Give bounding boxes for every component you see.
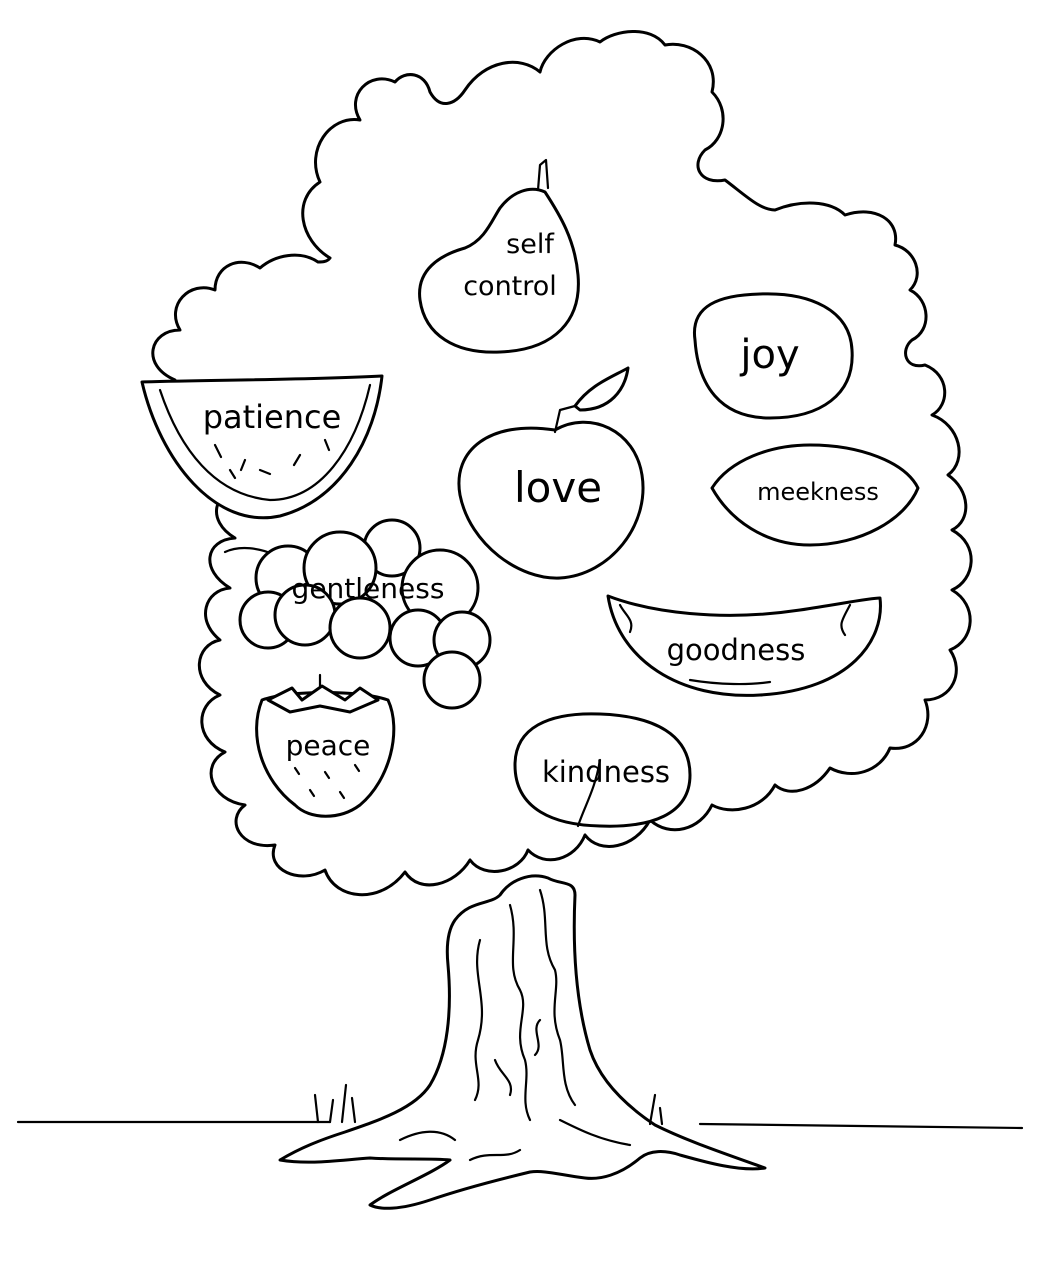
fruit-label-joy: joy bbox=[739, 332, 799, 378]
fruit-label-goodness: goodness bbox=[667, 633, 806, 667]
grass-tuft-right bbox=[648, 1093, 664, 1126]
watermelon-slice-fruit: patience bbox=[140, 374, 384, 520]
tree-trunk bbox=[278, 874, 767, 1210]
fruit-label-control: control bbox=[463, 271, 557, 302]
fruit-label-meekness: meekness bbox=[757, 478, 879, 506]
peach-fruit: kindness bbox=[513, 712, 692, 828]
grapes-fruit: gentleness bbox=[223, 518, 492, 710]
tree-canopy bbox=[151, 30, 973, 897]
grass-tuft-left bbox=[313, 1083, 357, 1124]
lemon-fruit: meekness bbox=[710, 443, 920, 547]
ground-line bbox=[16, 1120, 1024, 1130]
fruit-label-kindness: kindness bbox=[542, 755, 670, 789]
fruit-label-love: love bbox=[514, 463, 602, 512]
strawberry-fruit: peace bbox=[255, 673, 396, 818]
fruit-label-peace: peace bbox=[286, 729, 371, 762]
fruit-label-gentleness: gentleness bbox=[292, 572, 445, 605]
fruit-label-self: self bbox=[506, 229, 555, 260]
bark-lines bbox=[398, 888, 632, 1162]
fruit-label-patience: patience bbox=[203, 398, 342, 436]
apple-fruit: love bbox=[457, 366, 645, 580]
round-fruit: joy bbox=[692, 292, 854, 420]
pear-fruit: self control bbox=[418, 158, 580, 354]
banana-fruit: goodness bbox=[606, 594, 882, 697]
